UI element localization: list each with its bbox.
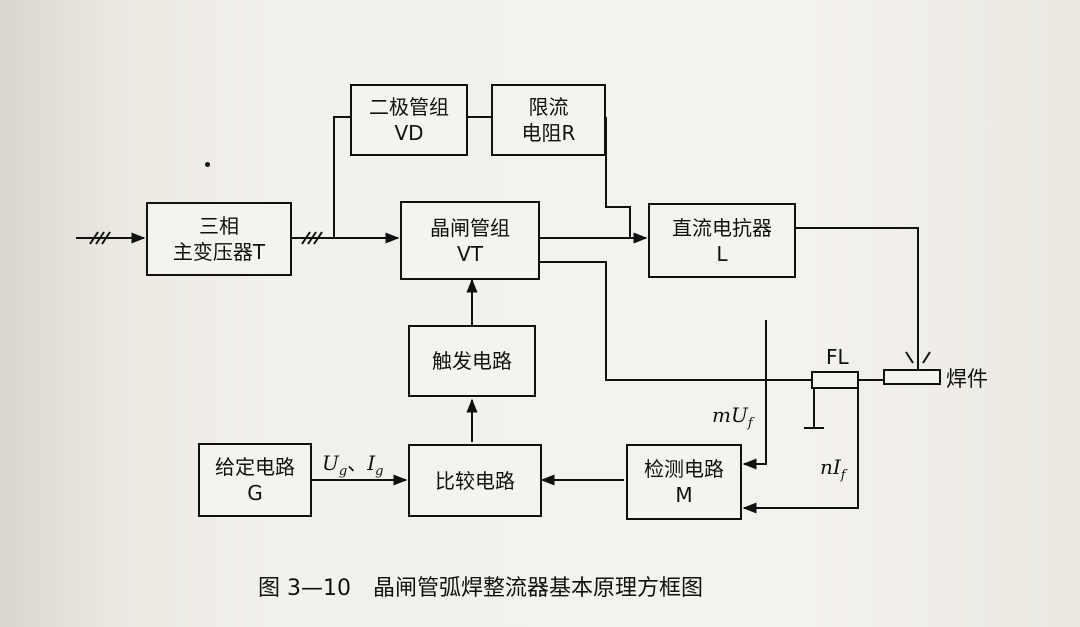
setpoint-line2: G bbox=[247, 481, 263, 505]
given-i-symbol: I bbox=[367, 451, 376, 475]
thyristor-block: 晶闸管组 VT bbox=[400, 201, 540, 280]
voltage-feedback-line bbox=[742, 320, 767, 470]
branch-to-vd-line bbox=[333, 116, 350, 238]
three-phase-mark-input bbox=[89, 231, 111, 245]
trigger-line1: 触发电路 bbox=[432, 349, 512, 373]
diode-group-line2: VD bbox=[394, 121, 424, 145]
reactor-line1: 直流电抗器 bbox=[672, 215, 772, 240]
given-u-symbol: U bbox=[322, 451, 339, 475]
current-feedback-label: nIf bbox=[820, 456, 846, 487]
comparator-line1: 比较电路 bbox=[435, 468, 515, 493]
resistor-line1: 限流 bbox=[528, 95, 569, 119]
workpiece-label: 焊件 bbox=[946, 367, 988, 391]
given-separator: 、 bbox=[347, 451, 368, 475]
current-feedback-symbol: nI bbox=[820, 455, 841, 479]
reactor-block: 直流电抗器 L bbox=[648, 203, 796, 278]
return-line bbox=[540, 261, 812, 381]
setpoint-line1: 给定电路 bbox=[215, 455, 295, 479]
diode-group-block: 二极管组 VD bbox=[350, 84, 468, 156]
given-signal-label: Ug、Ig bbox=[322, 452, 383, 483]
detector-line1: 检测电路 bbox=[644, 457, 724, 481]
current-feedback-subscript: f bbox=[840, 468, 846, 483]
transformer-line1: 三相 bbox=[199, 214, 239, 238]
voltage-feedback-label: mUf bbox=[712, 404, 753, 435]
workpiece-plate bbox=[883, 369, 941, 385]
setpoint-block: 给定电路 G bbox=[198, 443, 312, 517]
transformer-line2: 主变压器T bbox=[172, 240, 266, 264]
detector-block: 检测电路 M bbox=[626, 444, 742, 520]
resistor-block: 限流 电阻R bbox=[491, 84, 606, 156]
thyristor-line2: VT bbox=[457, 241, 483, 266]
reactor-to-workpiece-line bbox=[796, 227, 919, 371]
shunt-fl bbox=[811, 371, 859, 389]
stray-dot bbox=[205, 162, 210, 167]
detector-line2: M bbox=[675, 483, 693, 507]
given-u-subscript: g bbox=[338, 464, 348, 479]
trigger-block: 触发电路 bbox=[408, 325, 536, 397]
thyristor-line1: 晶闸管组 bbox=[430, 215, 510, 240]
resistor-line2: 电阻R bbox=[521, 121, 576, 145]
reactor-line2: L bbox=[716, 241, 728, 266]
voltage-feedback-subscript: f bbox=[747, 416, 753, 431]
figure-caption: 图 3—10 晶闸管弧焊整流器基本原理方框图 bbox=[258, 576, 703, 601]
transformer-block: 三相 主变压器T bbox=[146, 202, 292, 276]
current-feedback-line bbox=[742, 388, 859, 514]
voltage-feedback-symbol: mU bbox=[712, 403, 748, 427]
three-phase-mark-output bbox=[301, 231, 323, 245]
arc-spark-icon bbox=[905, 348, 931, 364]
diode-group-line1: 二极管组 bbox=[369, 95, 449, 119]
r-to-output-line bbox=[605, 117, 631, 238]
shunt-label: FL bbox=[826, 345, 849, 369]
given-i-subscript: g bbox=[375, 464, 384, 479]
comparator-block: 比较电路 bbox=[408, 444, 542, 517]
